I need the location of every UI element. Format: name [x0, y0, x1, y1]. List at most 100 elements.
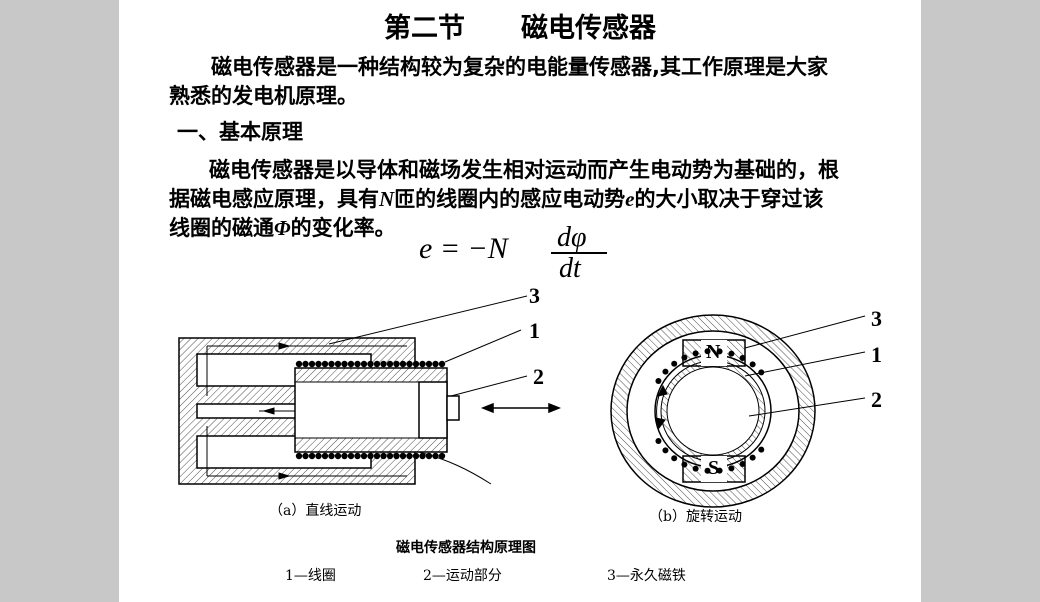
title-topic: 磁电传感器 — [521, 13, 656, 44]
coil-winding — [321, 452, 329, 460]
principle-text: 线圈的磁通 — [169, 216, 274, 240]
coil-winding — [749, 454, 756, 461]
coil-winding — [341, 452, 348, 460]
coil-winding — [347, 360, 355, 368]
coil-winding — [308, 360, 316, 368]
coil-winding — [341, 360, 348, 368]
coil-winding — [367, 452, 374, 460]
coil-winding — [739, 355, 746, 362]
figure-a-linear-motion — [178, 295, 562, 485]
coil-winding — [321, 360, 329, 368]
coil-winding — [704, 467, 711, 474]
coil-winding — [412, 360, 420, 368]
legend-item-moving-part: 2—运动部分 — [423, 568, 502, 584]
coil-winding — [704, 348, 711, 355]
coil-winding — [295, 452, 303, 460]
coil-winding — [419, 360, 426, 368]
coil-winding — [302, 452, 309, 460]
symbol-n: N — [379, 187, 395, 211]
figure-b-rotational-motion — [610, 314, 866, 508]
coil-winding — [367, 360, 374, 368]
fig-b-label-2: 2 — [871, 387, 882, 412]
coil-winding — [393, 452, 400, 460]
coil-winding — [334, 360, 342, 368]
coil-winding — [380, 452, 387, 460]
legend-item-coil: 1—线圈 — [285, 568, 336, 584]
coil-winding — [716, 467, 723, 474]
coil-winding — [681, 461, 688, 468]
coil-winding — [758, 446, 765, 453]
slide: 第二节磁电传感器 磁电传感器是一种结构较为复杂的电能量传感器,其工作原理是大家 … — [119, 0, 921, 602]
coil-winding — [328, 360, 335, 368]
coil-winding — [295, 360, 303, 368]
coil-winding — [399, 360, 407, 368]
principle-line-1: 磁电传感器是以导体和磁场发生相对运动而产生电动势为基础的，根 — [209, 158, 839, 182]
symbol-e: e — [625, 187, 635, 211]
coil-winding — [386, 452, 394, 460]
coil-winding — [662, 447, 669, 454]
coil-winding — [692, 465, 699, 472]
fig-a-caption: （a）直线运动 — [269, 503, 362, 519]
coil-winding — [728, 465, 735, 472]
coil-winding — [334, 452, 342, 460]
coil-winding — [655, 378, 662, 384]
coil-winding — [354, 360, 361, 368]
coil-winding — [315, 452, 322, 460]
coil-winding — [406, 360, 413, 368]
coil-winding — [373, 452, 381, 460]
coil-winding — [716, 348, 723, 355]
coil-winding — [655, 438, 662, 444]
section-heading: 一、基本原理 — [177, 120, 303, 144]
coil-winding — [739, 460, 746, 467]
coil-winding — [681, 354, 688, 361]
principle-line-2: 据磁电感应原理，具有N匝的线圈内的感应电动势e的大小取决于穿过该 — [169, 184, 824, 214]
principle-line-3: 线圈的磁通Φ的变化率。 — [169, 213, 396, 243]
principle-text: 的大小取决于穿过该 — [634, 187, 824, 211]
coil-winding — [386, 360, 394, 368]
formula-denominator: dt — [559, 253, 581, 284]
coil-winding — [354, 452, 361, 460]
coil-winding — [406, 452, 413, 460]
figure-caption: 磁电传感器结构原理图 — [396, 540, 536, 556]
coil-winding — [412, 452, 420, 460]
coil-winding — [380, 360, 387, 368]
coil-winding — [671, 455, 678, 462]
formula-numerator: dφ — [557, 222, 587, 253]
coil-winding — [399, 452, 407, 460]
coil-winding — [671, 360, 678, 367]
coil-winding — [393, 360, 400, 368]
intro-line-2: 熟悉的发电机原理。 — [169, 84, 358, 108]
north-pole-label: N — [706, 341, 721, 363]
coil-winding — [328, 452, 335, 460]
coil-winding — [432, 360, 439, 368]
south-pole-label: S — [708, 457, 720, 479]
legend-item-magnet: 3—永久磁铁 — [607, 568, 686, 584]
principle-text: 匝的线圈内的感应电动势 — [394, 187, 626, 211]
coil-winding — [419, 452, 426, 460]
coil-winding — [308, 452, 316, 460]
coil-winding — [360, 452, 368, 460]
fig-a-label-2: 2 — [533, 364, 544, 389]
coil-winding — [360, 360, 368, 368]
coil-winding — [425, 360, 433, 368]
symbol-phi: Φ — [274, 216, 291, 240]
principle-text: 的变化率。 — [290, 216, 396, 240]
coil-winding — [373, 360, 381, 368]
fig-b-caption: （b）旋转运动 — [649, 509, 742, 525]
fig-b-label-3: 3 — [871, 306, 882, 331]
title-section: 第二节 — [384, 13, 465, 44]
formula-lhs: e = −N — [419, 232, 508, 265]
principle-text: 据磁电感应原理，具有 — [169, 187, 379, 211]
coil-winding — [347, 452, 355, 460]
fig-a-label-1: 1 — [529, 318, 540, 343]
coil-winding — [662, 368, 669, 375]
fraction-bar — [551, 252, 607, 254]
coil-winding — [438, 452, 446, 460]
coil-winding — [749, 361, 756, 368]
coil-winding — [728, 350, 735, 357]
coil-winding — [302, 360, 309, 368]
page-title: 第二节 磁电传感器 — [119, 6, 921, 45]
coil-winding — [315, 360, 322, 368]
intro-line-1: 磁电传感器是一种结构较为复杂的电能量传感器,其工作原理是大家 — [211, 55, 828, 79]
coil-winding — [438, 360, 446, 368]
